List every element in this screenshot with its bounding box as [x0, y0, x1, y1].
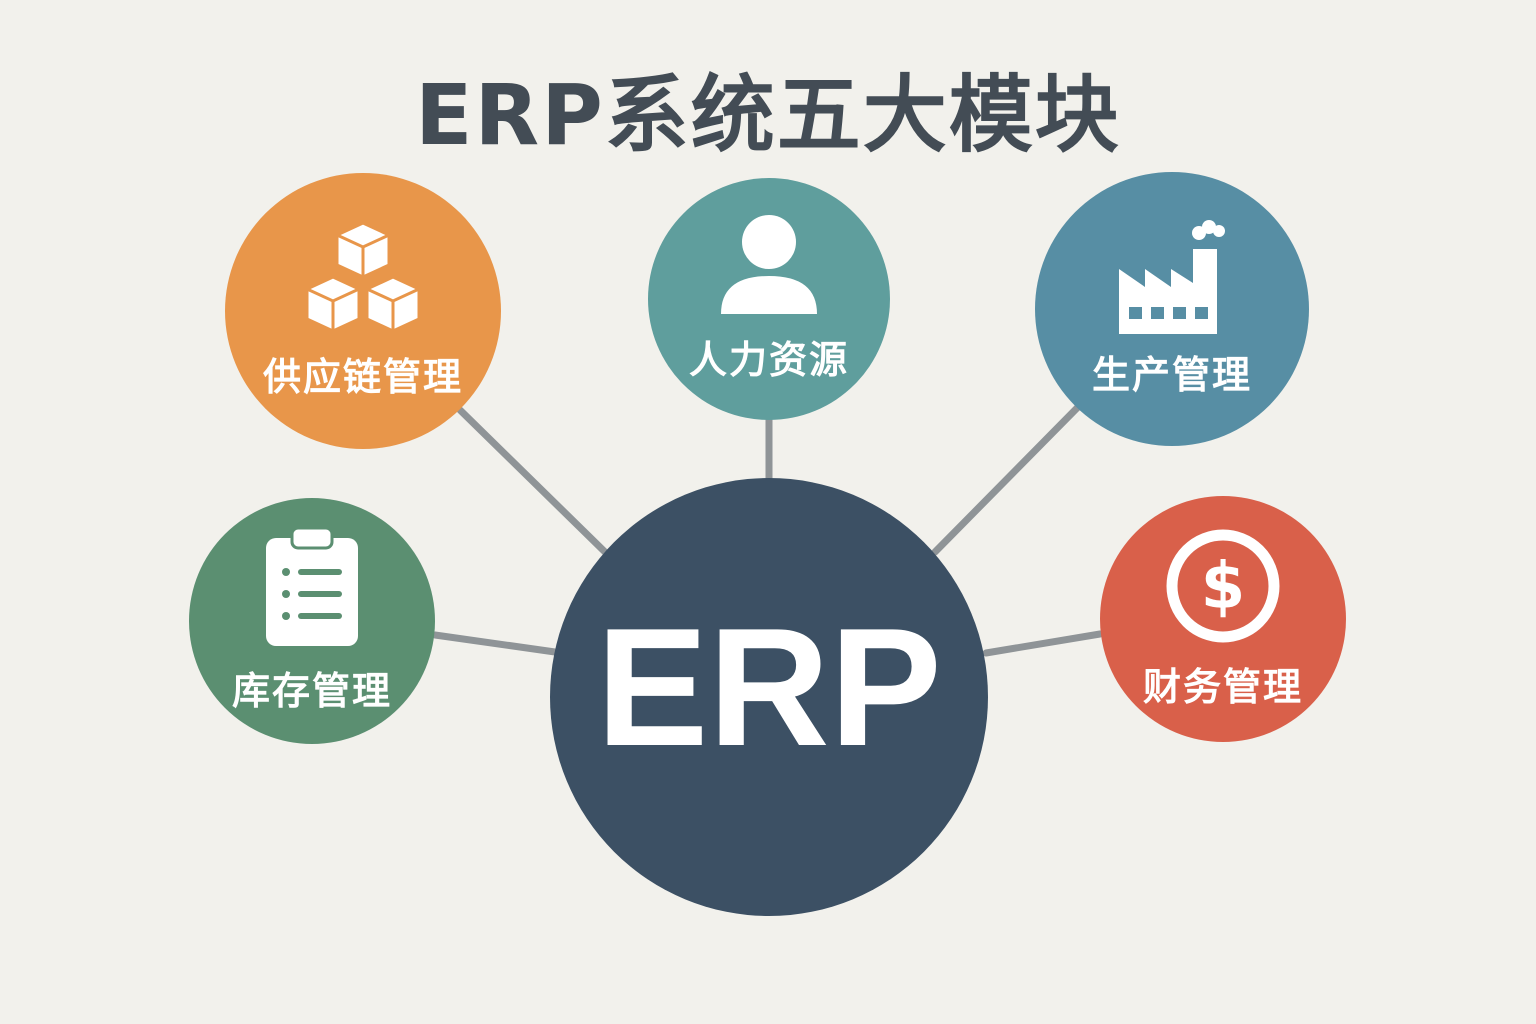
module-label: 生产管理 [1091, 353, 1252, 397]
module-label: 供应链管理 [262, 355, 463, 399]
diagram-title: ERP系统五大模块 [415, 66, 1121, 164]
dollar-icon: $ [1166, 529, 1280, 642]
boxes-icon [305, 221, 421, 333]
module-supply-chain[interactable]: 供应链管理 [225, 173, 501, 449]
link-inventory [431, 631, 559, 656]
erp-center-node: ERP [550, 478, 988, 916]
svg-text:$: $ [1201, 550, 1246, 624]
clipboard-icon [266, 527, 358, 646]
link-prod [931, 401, 1084, 556]
person-icon [721, 215, 817, 314]
module-inventory[interactable]: 库存管理 [189, 498, 435, 744]
module-human-resources[interactable]: 人力资源 [648, 178, 890, 420]
module-label: 财务管理 [1142, 664, 1303, 709]
module-production[interactable]: 生产管理 [1035, 172, 1309, 446]
module-finance[interactable]: $ 财务管理 [1100, 496, 1346, 742]
factory-icon [1119, 220, 1225, 334]
module-label: 人力资源 [688, 338, 849, 382]
link-finance [982, 630, 1104, 657]
link-supply [456, 406, 609, 556]
module-label: 库存管理 [231, 668, 392, 713]
center-label: ERP [596, 592, 942, 781]
